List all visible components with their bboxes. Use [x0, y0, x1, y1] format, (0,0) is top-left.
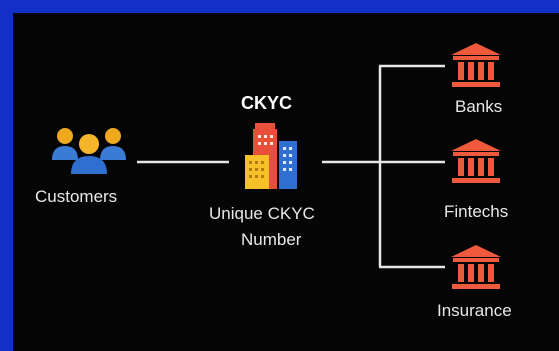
ckyc-title: CKYC	[241, 93, 293, 113]
ckyc-number-label-line2: Number	[241, 230, 302, 249]
bank-icon	[451, 43, 501, 87]
people-group-icon	[52, 128, 126, 174]
buildings-icon	[245, 123, 297, 189]
bank-icon	[451, 139, 501, 183]
target-label-insurance: Insurance	[437, 301, 512, 320]
ckyc-number-label-line1: Unique CKYC	[209, 204, 315, 223]
bank-icon	[451, 245, 501, 289]
customers-label: Customers	[35, 187, 118, 206]
connector-lines	[137, 64, 445, 269]
target-label-fintechs: Fintechs	[444, 202, 509, 221]
target-label-banks: Banks	[455, 97, 503, 116]
diagram-canvas: Customers CKYC Unique CKYC Number	[13, 13, 559, 351]
